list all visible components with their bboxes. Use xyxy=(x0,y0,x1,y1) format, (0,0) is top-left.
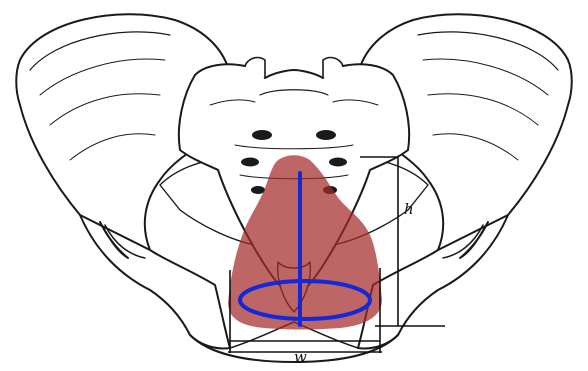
width-label: w xyxy=(294,348,307,366)
height-label: h xyxy=(404,200,414,218)
left-acetabulum xyxy=(80,215,230,348)
